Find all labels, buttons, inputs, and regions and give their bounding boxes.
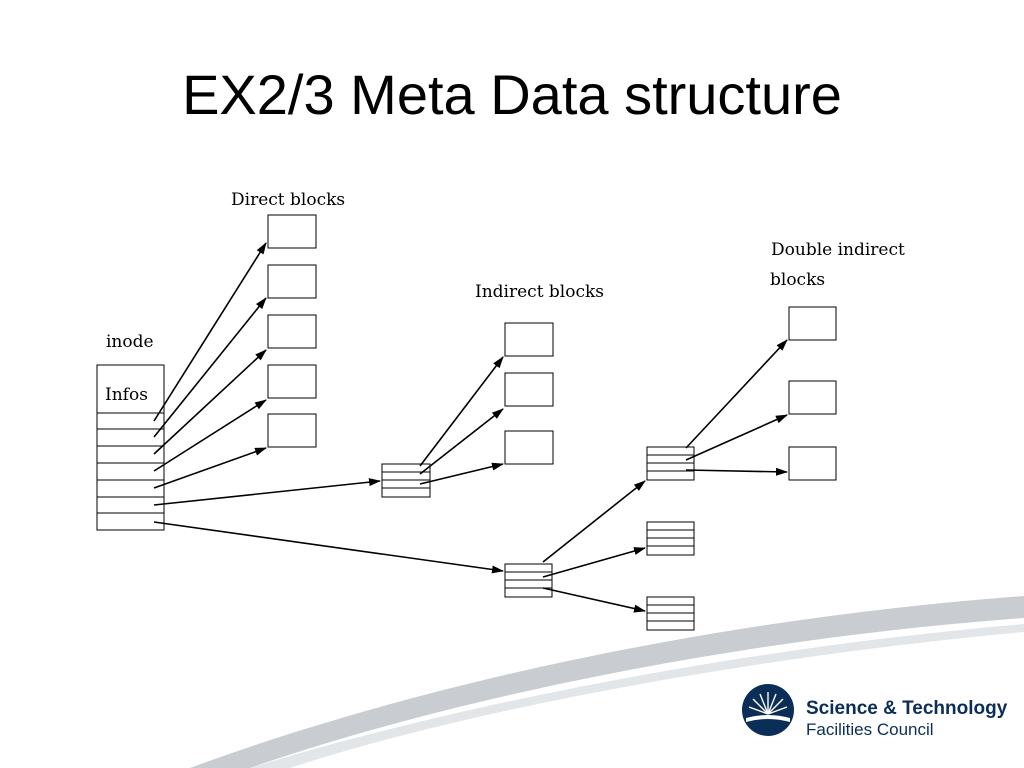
pointer-arrow [153, 521, 504, 574]
double-indirect-label-line2: blocks [770, 270, 825, 290]
direct-blocks-label: Direct blocks [231, 190, 345, 210]
double-indirect-data-block [788, 306, 837, 341]
direct-data-block [267, 264, 317, 299]
direct-data-block [267, 314, 317, 349]
logo-text-line1: Science & Technology [806, 698, 1008, 719]
stfc-emblem-icon [742, 684, 794, 736]
slide-title: EX2/3 Meta Data structure [182, 63, 842, 126]
second-level-pointer-block [646, 446, 695, 481]
inode-label: inode [106, 332, 154, 352]
indirect-blocks-label: Indirect blocks [475, 282, 604, 302]
direct-data-block [267, 214, 317, 249]
pointer-arrow [153, 349, 267, 455]
second-level-pointer-block [646, 521, 695, 556]
double-indirect-label-line1: Double indirect [771, 240, 905, 260]
pointer-arrow [153, 242, 267, 422]
pointer-arrow [153, 297, 267, 438]
inode-table [96, 364, 165, 531]
pointer-arrow [542, 587, 646, 613]
direct-data-block [267, 413, 317, 448]
pointer-arrow [153, 447, 267, 489]
pointer-arrow [685, 414, 788, 461]
indirect-data-block [504, 430, 554, 465]
pointer-arrow [153, 478, 381, 506]
infos-label: Infos [105, 385, 148, 405]
indirect-data-block [504, 372, 554, 407]
pointer-arrow [419, 356, 504, 467]
logo-text-line2: Facilities Council [806, 720, 934, 739]
double-indirect-pointer-block [504, 563, 553, 598]
double-indirect-data-block [788, 446, 837, 481]
stfc-logo: Science & Technology Facilities Council [738, 680, 1008, 740]
pointer-arrow [419, 408, 504, 475]
pointer-arrow [685, 339, 788, 449]
pointer-arrow [685, 467, 788, 476]
pointer-arrow [542, 480, 646, 563]
pointer-arrow [419, 462, 504, 485]
pointer-arrow [542, 547, 646, 578]
indirect-pointer-block [381, 463, 431, 498]
indirect-data-block [504, 322, 554, 357]
pointer-arrow [153, 399, 267, 472]
second-level-pointer-block [646, 596, 695, 631]
direct-data-block [267, 364, 317, 399]
double-indirect-data-block [788, 380, 837, 415]
